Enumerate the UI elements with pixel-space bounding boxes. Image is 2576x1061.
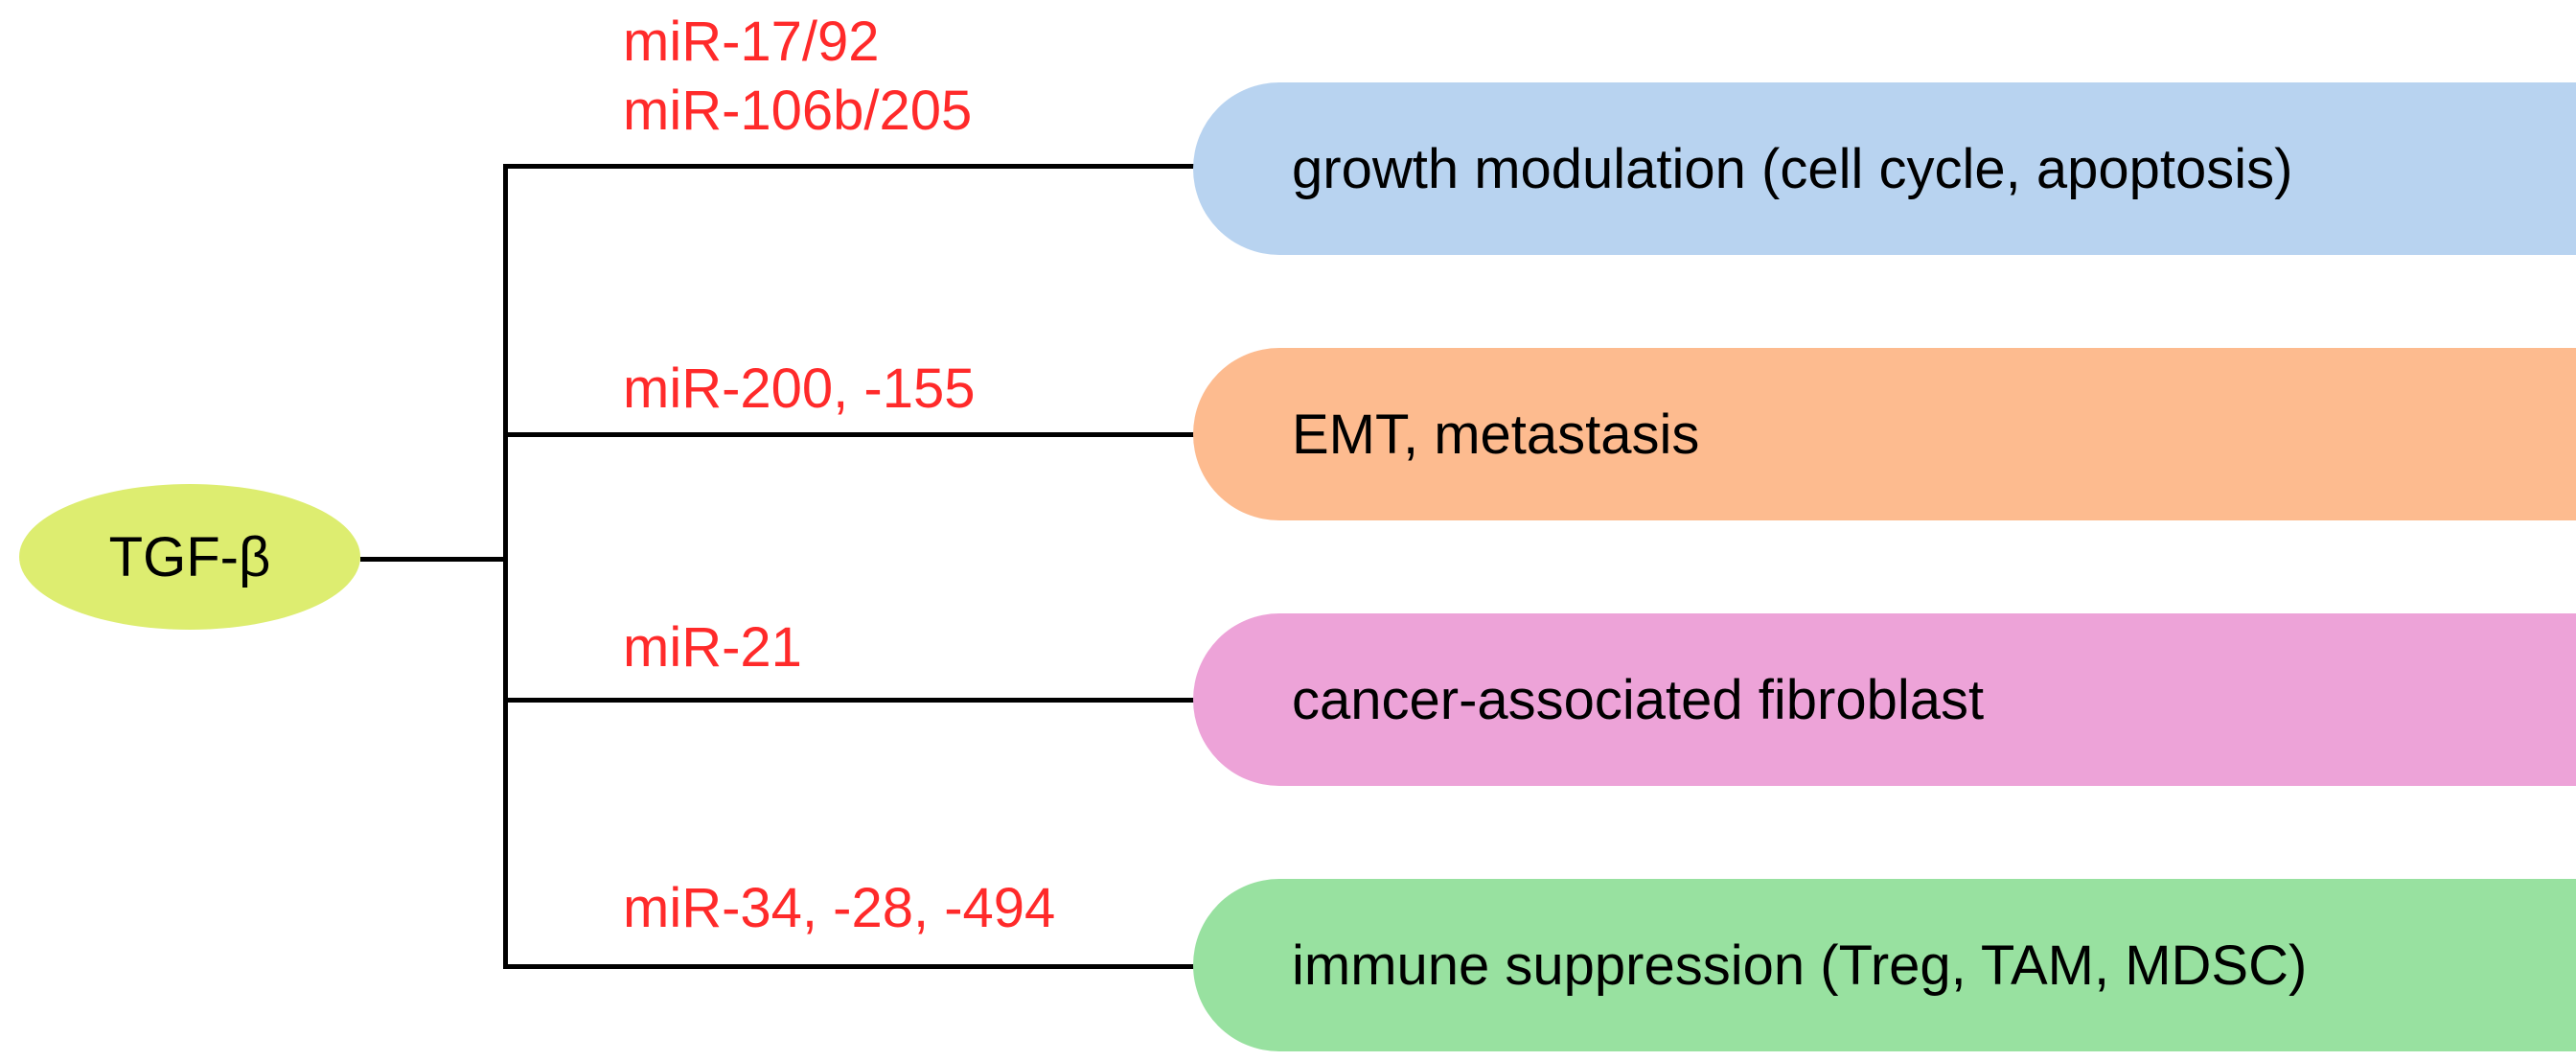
mirna-label-line: miR-200, -155 — [623, 358, 976, 420]
trunk-line — [503, 164, 508, 969]
outcome-cancer-associated-fibroblast: cancer-associated fibroblast — [1193, 613, 2576, 786]
root-node-tgf-beta: TGF-β — [19, 484, 360, 630]
root-connector — [360, 557, 508, 562]
mirna-label-line: miR-17/92 — [623, 11, 880, 73]
outcome-label: cancer-associated fibroblast — [1292, 668, 1985, 731]
branch-line-2 — [503, 432, 1195, 437]
branch-line-1 — [503, 164, 1195, 169]
mirna-label-line: miR-21 — [623, 616, 802, 679]
mirna-label-line: miR-106b/205 — [623, 80, 973, 142]
mirna-label-line: miR-34, -28, -494 — [623, 877, 1056, 939]
mirna-label-branch-2: miR-200, -155 — [623, 355, 975, 424]
mirna-label-branch-1: miR-17/92 miR-106b/205 — [623, 8, 972, 146]
branch-line-4 — [503, 964, 1195, 969]
outcome-emt-metastasis: EMT, metastasis — [1193, 348, 2576, 520]
outcome-growth-modulation: growth modulation (cell cycle, apoptosis… — [1193, 82, 2576, 255]
outcome-label: immune suppression (Treg, TAM, MDSC) — [1292, 934, 2308, 997]
outcome-immune-suppression: immune suppression (Treg, TAM, MDSC) — [1193, 879, 2576, 1051]
mirna-label-branch-4: miR-34, -28, -494 — [623, 874, 1055, 943]
mirna-label-branch-3: miR-21 — [623, 613, 802, 682]
outcome-label: growth modulation (cell cycle, apoptosis… — [1292, 137, 2293, 200]
root-node-label: TGF-β — [108, 525, 271, 588]
outcome-label: EMT, metastasis — [1292, 403, 1700, 466]
branch-line-3 — [503, 698, 1195, 703]
